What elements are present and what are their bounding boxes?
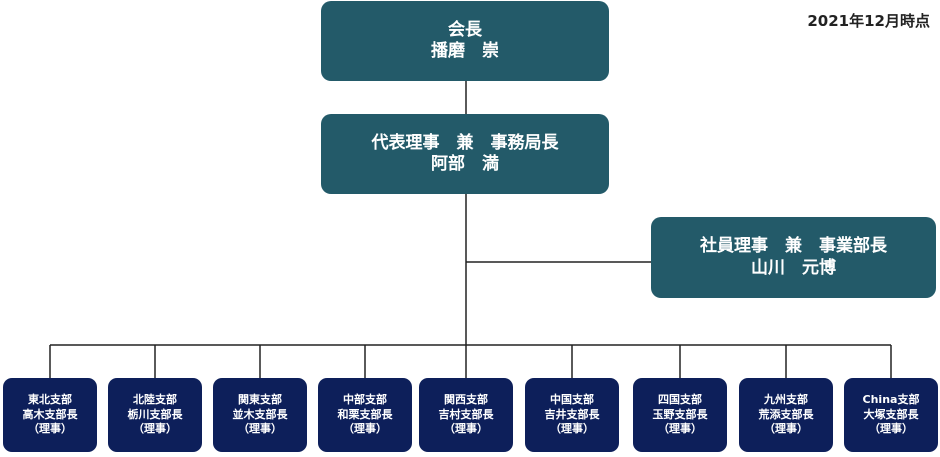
representative-box: 代表理事 兼 事務局長 阿部 満 xyxy=(321,114,609,194)
business-director-name: 山川 元博 xyxy=(751,257,836,278)
business-director-box: 社員理事 兼 事業部長 山川 元博 xyxy=(651,217,936,298)
branch-note: （理事） xyxy=(658,422,702,436)
branch-head: 玉野支部長 xyxy=(652,407,708,421)
branch-title: 北陸支部 xyxy=(133,392,177,406)
branch-note: （理事） xyxy=(550,422,594,436)
branch-box-shikoku: 四国支部 玉野支部長 （理事） xyxy=(633,378,727,452)
chairman-name: 播磨 崇 xyxy=(431,41,499,61)
branch-head: 並木支部長 xyxy=(232,407,288,421)
branch-head: 高木支部長 xyxy=(22,407,78,421)
branch-title: 関西支部 xyxy=(444,392,488,406)
chairman-box: 会長 播磨 崇 xyxy=(321,1,609,81)
branch-note: （理事） xyxy=(133,422,177,436)
branch-box-kyushu: 九州支部 荒添支部長 （理事） xyxy=(739,378,833,452)
representative-title: 代表理事 兼 事務局長 xyxy=(371,132,559,153)
branch-note: （理事） xyxy=(343,422,387,436)
branch-title: 東北支部 xyxy=(28,392,72,406)
chairman-title: 会長 xyxy=(448,19,482,40)
branch-note: （理事） xyxy=(444,422,488,436)
branch-head: 栃川支部長 xyxy=(127,407,183,421)
representative-name: 阿部 満 xyxy=(431,154,499,174)
branch-box-chugoku: 中国支部 吉井支部長 （理事） xyxy=(525,378,619,452)
branch-box-kanto: 関東支部 並木支部長 （理事） xyxy=(213,378,307,452)
branch-title: China支部 xyxy=(862,392,920,406)
branch-note: （理事） xyxy=(869,422,913,436)
branch-head: 和栗支部長 xyxy=(337,407,393,421)
branch-head: 吉井支部長 xyxy=(544,407,600,421)
branch-head: 吉村支部長 xyxy=(438,407,494,421)
branch-box-kansai: 関西支部 吉村支部長 （理事） xyxy=(419,378,513,452)
branch-title: 九州支部 xyxy=(764,392,808,406)
branch-box-chubu: 中部支部 和栗支部長 （理事） xyxy=(318,378,412,452)
branch-head: 荒添支部長 xyxy=(758,407,814,421)
branch-note: （理事） xyxy=(238,422,282,436)
branch-box-china: China支部 大塚支部長 （理事） xyxy=(844,378,938,452)
branch-title: 四国支部 xyxy=(658,392,702,406)
date-label: 2021年12月時点 xyxy=(807,12,930,30)
branch-note: （理事） xyxy=(28,422,72,436)
business-director-title: 社員理事 兼 事業部長 xyxy=(700,236,887,257)
branch-head: 大塚支部長 xyxy=(863,407,919,421)
branch-title: 中部支部 xyxy=(343,392,387,406)
branch-box-tohoku: 東北支部 高木支部長 （理事） xyxy=(3,378,97,452)
branch-title: 関東支部 xyxy=(238,392,282,406)
branch-title: 中国支部 xyxy=(550,392,594,406)
branch-box-hokuriku: 北陸支部 栃川支部長 （理事） xyxy=(108,378,202,452)
branch-note: （理事） xyxy=(764,422,808,436)
